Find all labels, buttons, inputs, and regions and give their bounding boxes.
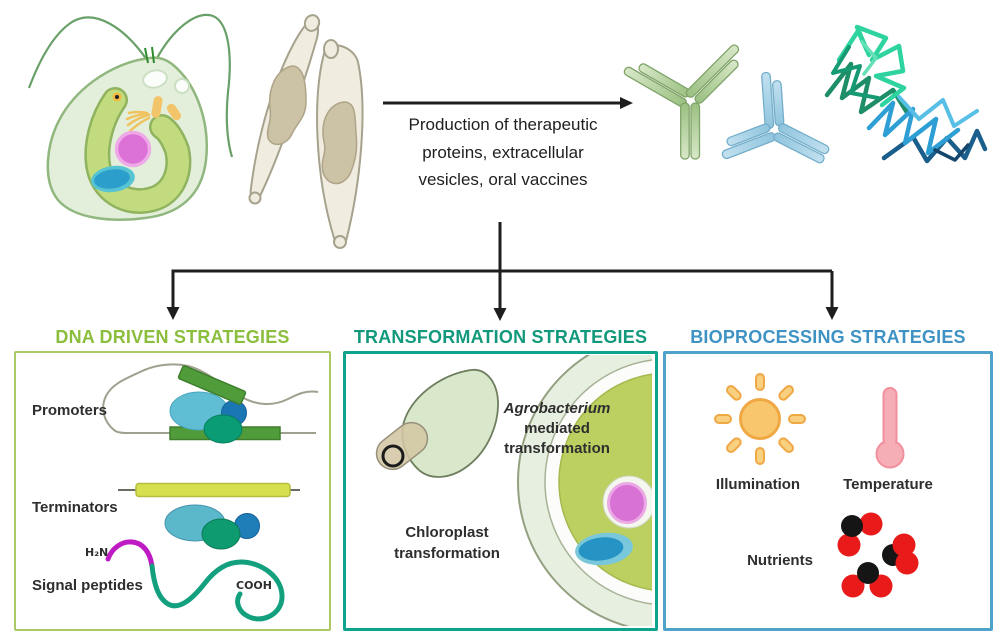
nucleus-icon xyxy=(114,130,152,168)
production-label-line2: proteins, extracellular xyxy=(422,142,584,162)
bioprocessing-strategies-box xyxy=(663,351,993,631)
agrobacterium-transformation-label: Agrobacterium mediated transformation xyxy=(490,399,624,459)
leaf-agrobacterium-icon xyxy=(375,369,499,478)
molecule-icon xyxy=(841,562,893,598)
spindle-cells-icon xyxy=(248,14,364,249)
flagellum-right-icon xyxy=(155,13,234,158)
antibody-green-icon xyxy=(623,44,740,160)
antibody-blue-icon xyxy=(721,71,830,164)
flow-arrows xyxy=(166,97,839,321)
molecule-icon xyxy=(882,533,919,575)
signal-peptides-label: Signal peptides xyxy=(32,577,143,594)
cell-cross-section-icon xyxy=(517,355,652,626)
promoters-label: Promoters xyxy=(32,402,108,419)
transformation-strategies-box xyxy=(343,351,658,631)
molecule-icon xyxy=(837,512,883,557)
chloroplast-transformation-label: Chloroplast transformation xyxy=(394,524,500,562)
plasmid-icon xyxy=(381,444,405,468)
protein-ribbon-blue-icon xyxy=(866,95,988,164)
dna-strategies-box xyxy=(14,351,331,631)
temperature-label: Temperature xyxy=(843,476,933,493)
microalga-cell-icon xyxy=(27,13,234,221)
sun-icon xyxy=(714,373,806,465)
signal-peptide-diagram xyxy=(105,539,285,622)
dna-promoter-diagram xyxy=(102,363,319,444)
pyrenoid-icon xyxy=(94,169,130,189)
dna-terminator-diagram xyxy=(118,482,300,550)
production-label-line3: vesicles, oral vaccines xyxy=(418,170,588,189)
thermometer-icon xyxy=(875,387,905,469)
protein-ribbon-green-icon xyxy=(824,24,911,117)
carboxyl-terminus-label: COOH xyxy=(236,579,272,592)
nutrients-label: Nutrients xyxy=(747,552,813,569)
agrobacterium-method-label: mediated transformation xyxy=(504,420,610,457)
production-label: Production of therapeutic proteins, extr… xyxy=(383,111,623,194)
transformation-strategies-title: TRANSFORMATION STRATEGIES xyxy=(353,327,648,347)
flagellum-left-icon xyxy=(27,16,148,89)
terminators-label: Terminators xyxy=(32,499,118,516)
bioprocessing-strategies-title: BIOPROCESSING STRATEGIES xyxy=(690,327,966,347)
agrobacterium-species-label: Agrobacterium xyxy=(503,400,611,417)
production-label-line1: Production of therapeutic xyxy=(408,115,598,134)
dna-strategies-title: DNA DRIVEN STRATEGIES xyxy=(55,327,290,347)
amine-terminus-label: H₂N xyxy=(85,546,109,559)
nutrient-molecules-icon xyxy=(837,512,919,598)
illumination-label: Illumination xyxy=(715,476,801,493)
